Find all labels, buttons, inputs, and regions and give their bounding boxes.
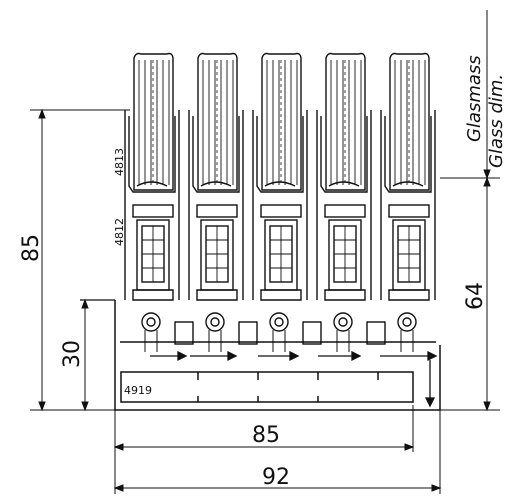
- profile-unit: [124, 52, 194, 352]
- dim-width-outer: 92: [262, 465, 290, 490]
- dim-height-glass: 64: [463, 282, 488, 310]
- profile-unit: [316, 52, 386, 352]
- part-label-top: 4813: [113, 148, 126, 176]
- drainage-arrows: [150, 350, 438, 408]
- profiles: [124, 52, 436, 352]
- base-part-label: 4919: [124, 384, 152, 397]
- dim-height-base: 30: [60, 340, 85, 368]
- dim-height-total: 85: [19, 234, 44, 262]
- glass-dim-label-de: Glasmass: [464, 55, 485, 142]
- dim-width-inner: 85: [252, 423, 280, 448]
- part-label-mid: 4812: [113, 218, 126, 246]
- base-profile: [80, 299, 441, 411]
- glass-dim-label-en: Glass dim.: [486, 74, 507, 168]
- profile-unit: [188, 52, 258, 352]
- profile-unit: [380, 52, 436, 352]
- profile-unit: [252, 52, 322, 352]
- dimension-lines: [30, 24, 500, 494]
